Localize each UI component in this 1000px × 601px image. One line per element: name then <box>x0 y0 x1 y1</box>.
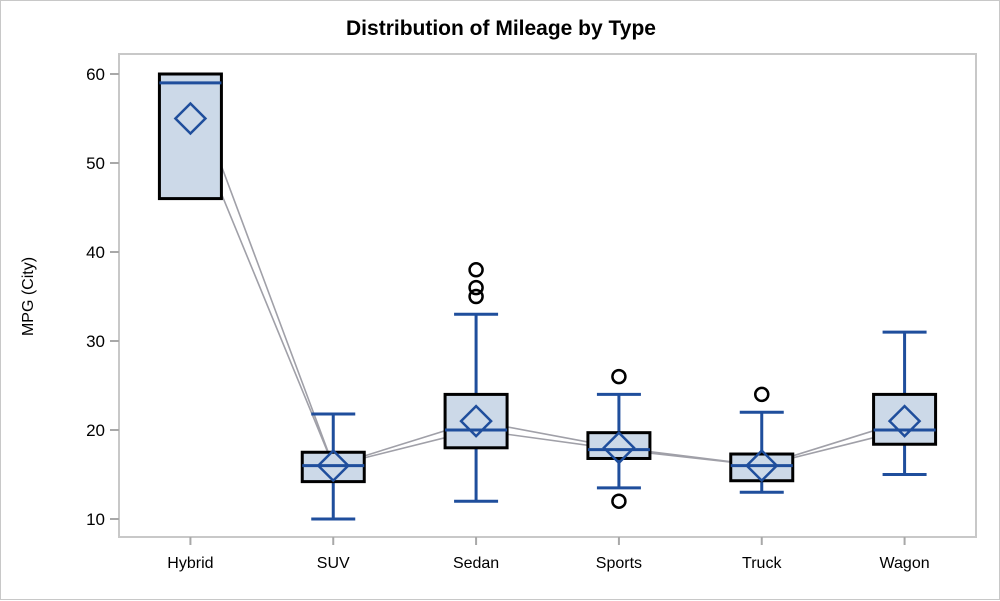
outlier-point-1 <box>611 493 627 509</box>
y-tick-label-60: 60 <box>86 65 105 84</box>
x-tick-label-sports: Sports <box>596 555 642 572</box>
box-iqr <box>586 431 652 460</box>
x-tick-label-suv: SUV <box>317 555 350 572</box>
outlier-point-0 <box>468 262 484 278</box>
y-tick-label-30: 30 <box>86 332 105 351</box>
mean-marker <box>744 448 779 483</box>
y-axis-title: MPG (City) <box>20 257 37 336</box>
x-tick-label-hybrid: Hybrid <box>167 555 213 572</box>
mean-marker <box>316 448 351 483</box>
boxplot-truck[interactable] <box>729 386 795 494</box>
mean-marker <box>459 404 493 438</box>
y-tick-label-40: 40 <box>86 243 105 262</box>
boxplot-sedan[interactable] <box>443 262 509 503</box>
box-iqr <box>157 72 223 201</box>
box-iqr <box>443 392 509 450</box>
mean-marker <box>887 404 922 438</box>
x-tick-label-truck: Truck <box>742 555 782 572</box>
boxplot-hybrid[interactable] <box>157 72 223 201</box>
page-title: Distribution of Mileage by Type <box>346 17 656 40</box>
x-tick-label-wagon: Wagon <box>880 555 930 572</box>
box-iqr <box>729 452 795 483</box>
outlier-point-0 <box>611 368 627 385</box>
boxplot-suv[interactable] <box>300 412 366 521</box>
y-tick-label-50: 50 <box>86 154 105 173</box>
mean-marker <box>173 101 208 136</box>
connect-line-median <box>189 82 905 467</box>
plot-frame <box>118 53 977 538</box>
outlier-point-2 <box>468 288 484 305</box>
x-tick-label-sedan: Sedan <box>453 555 499 572</box>
connect-line-mean <box>189 118 905 467</box>
y-tick-label-20: 20 <box>86 421 105 440</box>
mean-marker <box>602 431 636 465</box>
outlier-point-0 <box>754 386 770 403</box>
outlier-point-1 <box>468 279 484 296</box>
y-tick-label-10: 10 <box>86 510 105 529</box>
boxplot-sports[interactable] <box>586 368 652 509</box>
boxplot-wagon[interactable] <box>872 330 938 476</box>
